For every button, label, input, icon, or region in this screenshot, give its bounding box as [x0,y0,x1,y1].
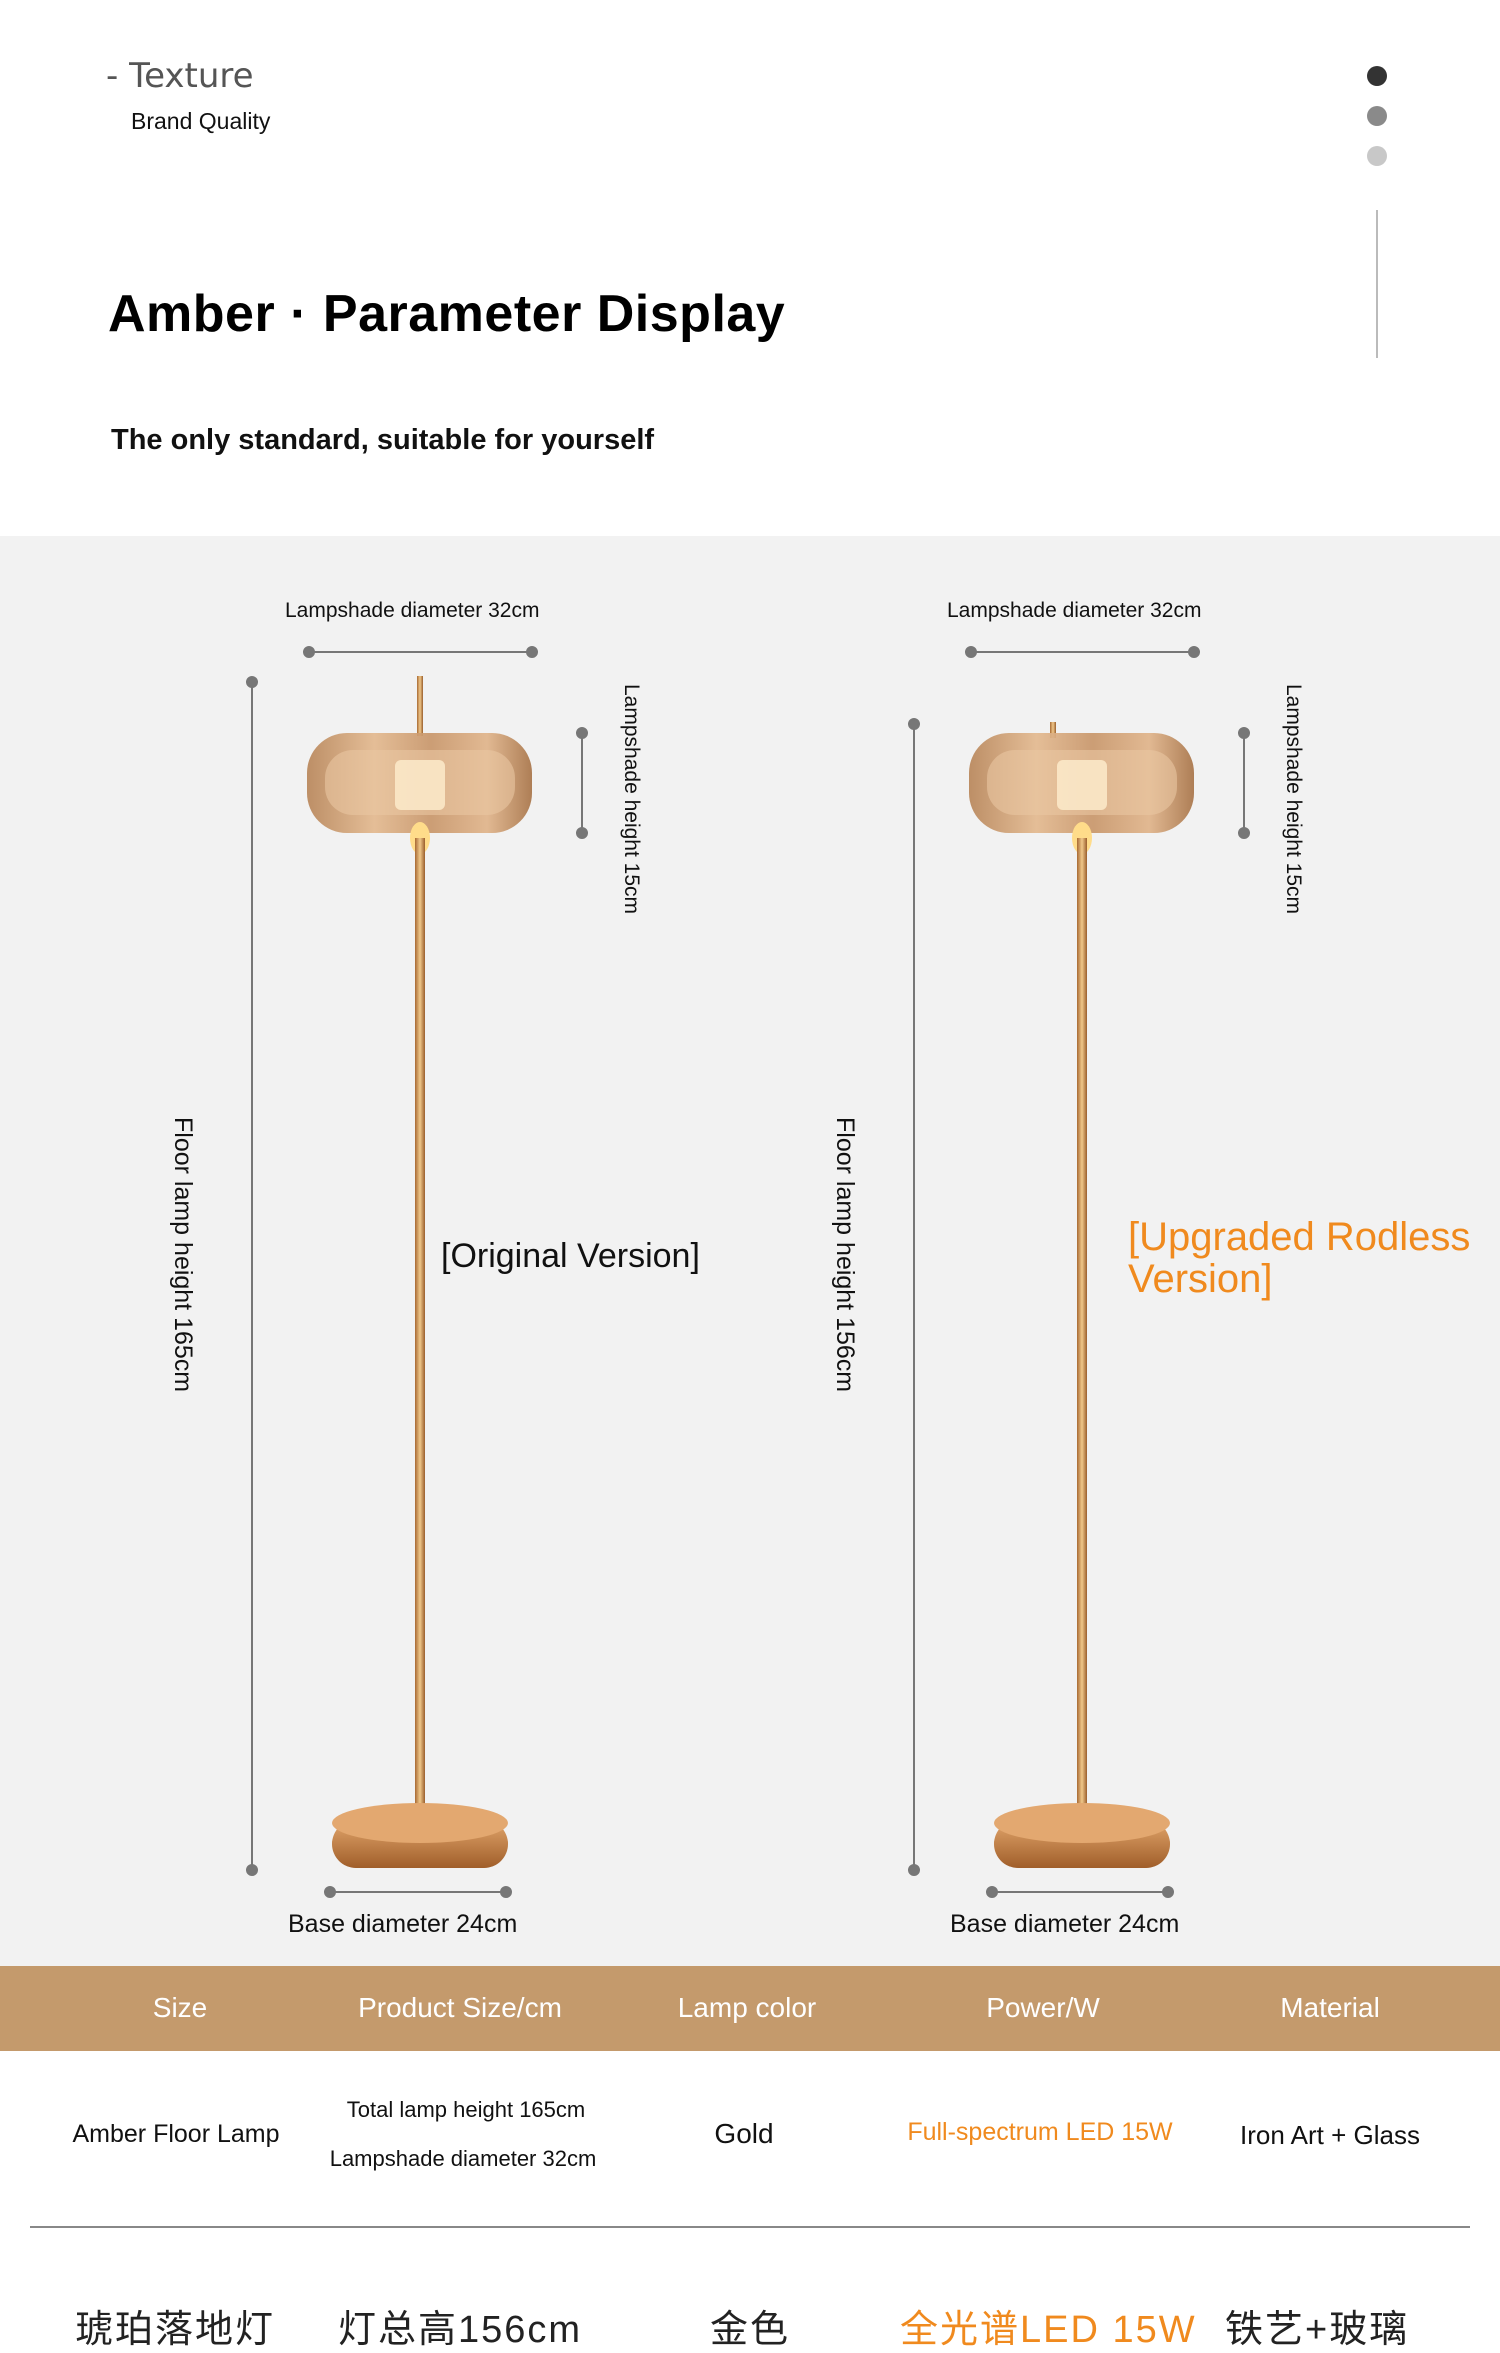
table-cell-power: Full-spectrum LED 15W [907,2118,1173,2146]
lamp-diagram-panel [0,536,1500,1966]
table-cell-product-size-1: Total lamp height 165cm [346,2097,586,2122]
table-cut-cell-power: 全光谱LED 15W [900,2309,1197,2351]
dimension-lines-original [246,646,588,1898]
table-cell-lamp-color: Gold [714,2118,774,2149]
table-cut-cell-color: 金色 [710,2309,791,2351]
table-cell-size: Amber Floor Lamp [72,2120,280,2148]
version-label-upgraded: [Upgraded Rodless Version] [1128,1216,1470,1300]
version-label-original: [Original Version] [441,1237,700,1275]
pager-dot-3[interactable] [1367,146,1387,166]
shade-diameter-label-upgraded: Lampshade diameter 32cm [947,599,1202,622]
table-cut-cell-size: 琥珀落地灯 [75,2309,276,2351]
lamp-height-label-original: Floor lamp height 165cm [169,1117,197,1393]
table-header-power: Power/W [986,1992,1100,2023]
shade-height-label-upgraded: Lampshade height 15cm [1282,684,1305,914]
table-header-size: Size [152,1992,208,2023]
lamp-height-label-upgraded: Floor lamp height 156cm [831,1117,859,1393]
page-subtitle: The only standard, suitable for yourself [111,424,655,456]
shade-height-label-original: Lampshade height 15cm [620,684,643,914]
page-title: Amber · Parameter Display [108,285,786,343]
shade-diameter-label-original: Lampshade diameter 32cm [285,599,540,622]
table-cell-product-size-2: Lampshade diameter 32cm [329,2146,597,2171]
dimension-lines-upgraded [908,646,1250,1898]
table-cut-cell-product-size: 灯总高156cm [338,2309,583,2351]
lamp-original [307,676,532,1868]
section-sub-label: Brand Quality [131,108,271,134]
table-header-product-size: Product Size/cm [358,1992,562,2023]
pager-dot-1[interactable] [1367,66,1387,86]
scroll-indicator-line [1376,210,1378,358]
base-diameter-label-upgraded: Base diameter 24cm [950,1910,1180,1938]
lamp-dimension-drawing [246,646,1250,1898]
table-header-lamp-color: Lamp color [677,1992,817,2023]
table-row-divider [30,2226,1470,2228]
version-label-upgraded-line1: [Upgraded Rodless [1128,1215,1471,1259]
lamp-upgraded [969,722,1194,1868]
table-header-material: Material [1280,1992,1380,2023]
section-label: - Texture [106,56,254,96]
pager-dot-2[interactable] [1367,106,1387,126]
spec-table-header [0,1966,1500,2051]
version-label-upgraded-line2: Version] [1128,1257,1273,1301]
base-diameter-label-original: Base diameter 24cm [288,1910,518,1938]
table-cell-material: Iron Art + Glass [1240,2120,1420,2150]
table-cut-cell-material: 铁艺+玻璃 [1225,2309,1410,2351]
